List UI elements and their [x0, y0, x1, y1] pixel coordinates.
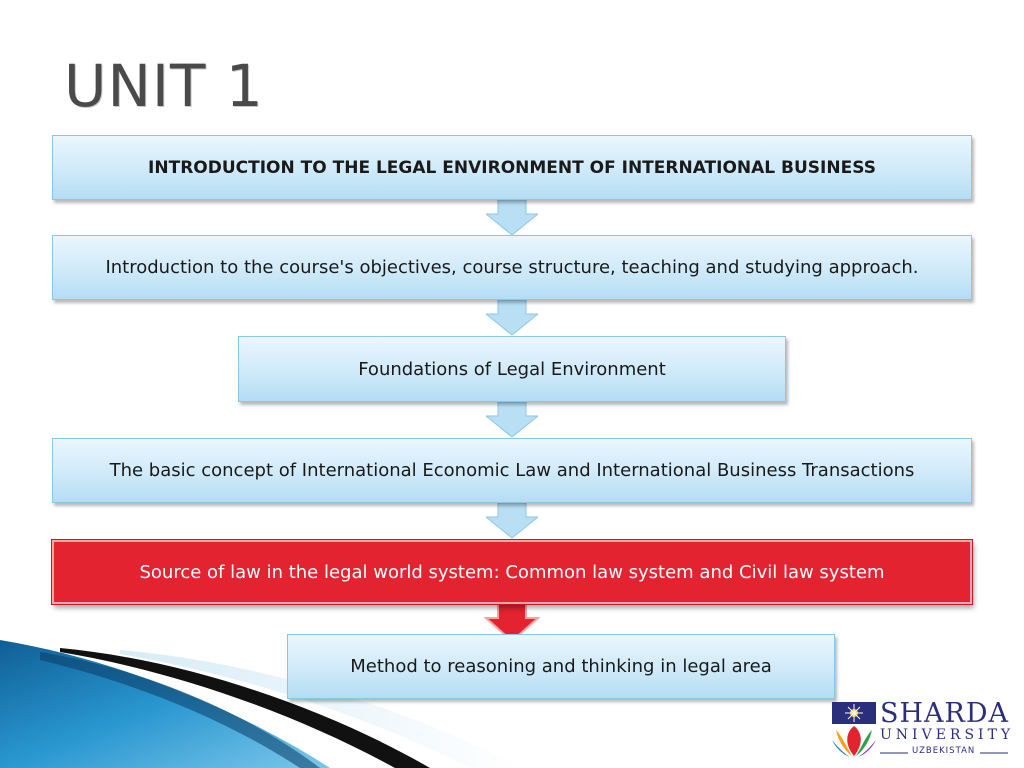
flow-step-4: The basic concept of International Econo…: [52, 438, 972, 503]
down-arrow-icon: [484, 603, 540, 643]
flow-step-1: INTRODUCTION TO THE LEGAL ENVIRONMENT OF…: [52, 135, 972, 200]
down-arrow-icon: [486, 300, 538, 336]
flow-step-2: Introduction to the course's objectives,…: [52, 235, 972, 300]
logo-name: SHARDA: [880, 698, 1010, 729]
sharda-university-emblem-icon: [832, 702, 876, 757]
flow-step-label: INTRODUCTION TO THE LEGAL ENVIRONMENT OF…: [148, 157, 876, 178]
logo-subtitle: UNIVERSITY: [880, 727, 1015, 743]
flow-step-3: Foundations of Legal Environment: [238, 336, 786, 402]
flow-step-6: Method to reasoning and thinking in lega…: [287, 634, 835, 699]
flow-step-label: Method to reasoning and thinking in lega…: [350, 656, 772, 677]
flow-step-label: The basic concept of International Econo…: [109, 460, 915, 481]
university-logo: SHARDA UNIVERSITY UZBEKISTAN: [832, 698, 1015, 760]
down-arrow-icon: [486, 503, 538, 539]
flow-step-label: Source of law in the legal world system:…: [139, 561, 885, 583]
slide-title: UNIT 1: [64, 52, 264, 120]
flow-step-5-highlighted: Source of law in the legal world system:…: [52, 540, 972, 604]
logo-divider-lines: [880, 752, 1008, 754]
logo-country: UZBEKISTAN: [912, 746, 976, 756]
down-arrow-icon: [486, 200, 538, 236]
down-arrow-icon: [486, 402, 538, 438]
flow-step-label: Foundations of Legal Environment: [358, 358, 666, 380]
flow-step-label: Introduction to the course's objectives,…: [105, 257, 919, 278]
